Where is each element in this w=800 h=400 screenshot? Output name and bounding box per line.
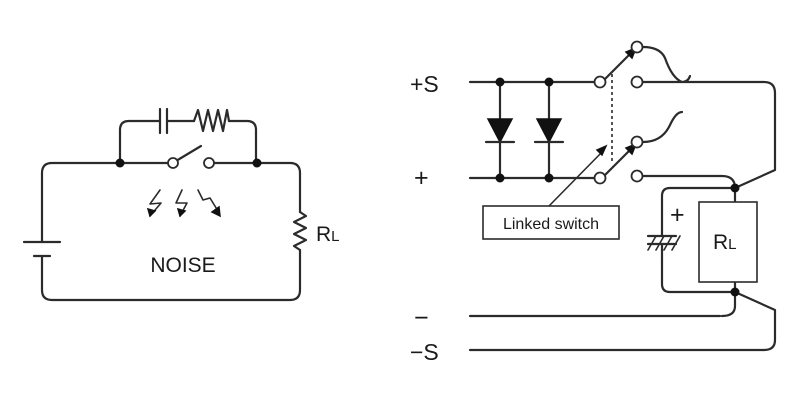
snubber-capacitor — [158, 107, 169, 135]
capacitor-plus-label: + — [670, 201, 685, 229]
load-box — [698, 201, 758, 283]
junction — [730, 287, 740, 297]
battery-symbol — [22, 240, 62, 258]
spark-icon — [149, 189, 162, 217]
left-loop-wire — [40, 161, 302, 302]
sense-plus-label: +S — [410, 71, 439, 97]
callout-arrowhead — [595, 144, 608, 157]
right-circuit: +S + − −S — [410, 40, 777, 365]
diode-2 — [533, 80, 565, 180]
right-load-label: RL — [713, 231, 737, 254]
junction — [495, 77, 505, 87]
lower-contact-wiring — [641, 110, 737, 190]
left-switch-lever[interactable] — [174, 144, 203, 163]
plus-label: + — [414, 164, 429, 192]
snubber-resistor — [192, 108, 231, 133]
hatch-line — [647, 235, 657, 251]
upper-switch[interactable] — [593, 40, 644, 89]
left-circuit: NOISE RL — [22, 107, 340, 302]
polarized-capacitor — [646, 198, 681, 264]
junction — [495, 173, 505, 183]
load-bottom-wiring — [720, 290, 777, 352]
left-switch-contact-a — [167, 157, 179, 169]
load-top-wiring — [660, 186, 737, 294]
callout-leader — [548, 149, 605, 207]
linked-switch-callout-label: Linked switch — [503, 216, 599, 233]
junction — [544, 173, 554, 183]
hatch-line — [671, 235, 681, 251]
upper-contact-wiring — [641, 45, 777, 190]
left-load-label: RL — [316, 223, 340, 246]
left-switch-contact-b — [203, 157, 215, 169]
diode-1 — [484, 80, 516, 180]
left-load-resistor — [292, 210, 308, 252]
hatch-line — [663, 235, 673, 251]
snubber-wire — [118, 119, 258, 165]
linked-switch-callout-box — [482, 205, 620, 240]
left-junction-a — [115, 158, 125, 168]
hatch-line — [655, 235, 665, 251]
junction — [730, 183, 740, 193]
sense-minus-label: −S — [410, 339, 439, 365]
minus-label: − — [414, 304, 429, 332]
noise-label: NOISE — [150, 254, 215, 277]
noise-spark-icons — [146, 189, 221, 218]
lower-switch[interactable] — [593, 135, 644, 185]
spark-icon — [175, 189, 188, 217]
spark-icon — [197, 189, 219, 212]
junction — [544, 77, 554, 87]
left-junction-b — [252, 158, 262, 168]
